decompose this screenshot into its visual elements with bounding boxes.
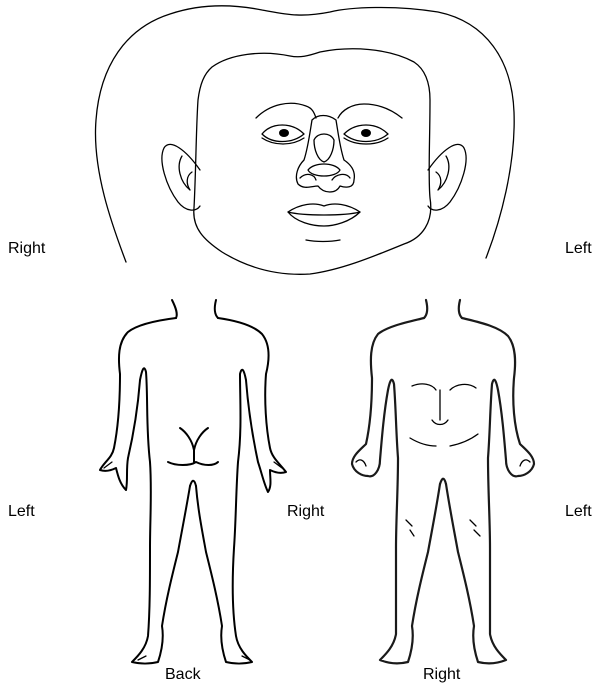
upper-lip — [288, 204, 360, 212]
ear-left-inner — [436, 156, 449, 190]
front-view-caption: Right — [423, 667, 460, 683]
back-right-side-label: Right — [287, 504, 324, 520]
buttocks-line — [168, 462, 218, 465]
lips — [288, 212, 360, 226]
brow-left — [338, 104, 402, 118]
front-body-diagram — [352, 300, 534, 663]
front-body-right-outline — [446, 318, 534, 663]
ear-right-inner — [179, 156, 192, 190]
face-diagram — [95, 6, 514, 274]
pupil-left — [361, 129, 371, 137]
back-left-side-label: Left — [8, 504, 35, 520]
back-body-left-outline — [100, 318, 190, 664]
back-body-right-outline — [196, 318, 286, 664]
brow-right — [256, 103, 316, 118]
nose — [296, 116, 354, 193]
face-right-side-label: Right — [8, 241, 45, 257]
chin-line — [306, 240, 340, 242]
front-body-left-outline — [352, 318, 440, 663]
back-body-diagram — [100, 300, 286, 664]
back-view-caption: Back — [165, 667, 201, 683]
head-outline — [95, 6, 514, 262]
front-left-side-label: Left — [565, 504, 592, 520]
pupil-right — [279, 129, 289, 137]
face-left-side-label: Left — [565, 241, 592, 257]
